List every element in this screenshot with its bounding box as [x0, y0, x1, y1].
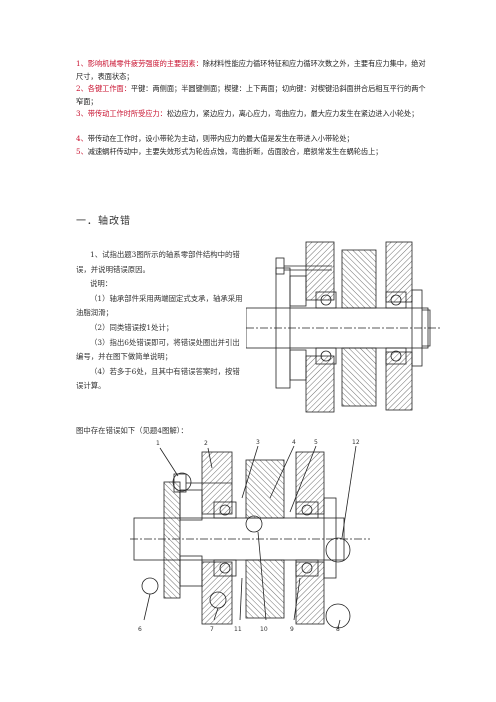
label-top-4: 4	[292, 439, 296, 446]
list-item-4: 4、带传动在工作时，设小带轮为主动，则带内应力的最大值是发生在带进入小带轮处；	[76, 133, 426, 146]
note-item: （2）同类错误按1处计；	[90, 322, 174, 332]
label-bottom-10: 10	[260, 626, 268, 633]
item-body: 减速蜗杆传动中，主要失效形式为轮齿点蚀，弯曲折断，齿面胶合，磨损常发生在蜗轮齿上…	[87, 147, 383, 156]
item-number: 3、	[76, 109, 88, 118]
label-bottom-11: 11	[234, 626, 242, 633]
item-number: 1、	[76, 59, 88, 68]
label-top-5: 5	[314, 439, 318, 446]
item-number: 2、	[76, 84, 88, 93]
question-block: 1、试指出题3图所示的轴系零部件结构中的错误，并说明错误原因。 说明： （1）轴…	[76, 248, 244, 394]
label-top-3: 3	[256, 439, 260, 446]
question-intro: 1、试指出题3图所示的轴系零部件结构中的错误，并说明错误原因。	[76, 250, 240, 274]
item-body: 松边应力，紧边应力，离心应力，弯曲应力，最大应力发生在紧边进入小轮处；	[166, 109, 419, 118]
label-top-2: 2	[204, 440, 208, 447]
item-body: 平键：两侧面；半圆键侧面；楔键：上下两面；切向键：对楔键沿斜面拼合后相互平行的两…	[76, 84, 426, 106]
item-number: 4、	[76, 134, 88, 143]
item-heading: 影响机械零件疲劳强度的主要因素：	[87, 59, 203, 68]
item-heading: 带传动工作时所受应力：	[87, 109, 167, 118]
note-item: （1）轴承部件采用两端固定式支承，轴承采用油脂润滑；	[76, 293, 243, 318]
label-bottom-6: 6	[138, 626, 142, 633]
shaft-figure-answer: 1 2 3 4 5 12 6 7 11 10 9 8	[130, 439, 370, 633]
label-bottom-7: 7	[210, 626, 214, 633]
label-top-12: 12	[352, 439, 360, 446]
list-item-2: 2、各键工作面：平键：两侧面；半圆键侧面；楔键：上下两面；切向键：对楔键沿斜面拼…	[76, 83, 426, 108]
item-number: 5、	[76, 147, 88, 156]
label-bottom-8: 8	[336, 626, 340, 633]
list-item-1: 1、影响机械零件疲劳强度的主要因素：除材料性能应力循环特征和应力循环次数之外，主…	[76, 58, 426, 83]
item-body: 带传动在工作时，设小带轮为主动，则带内应力的最大值是发生在带进入小带轮处；	[87, 134, 354, 143]
list-item-5: 5、减速蜗杆传动中，主要失效形式为轮齿点蚀，弯曲折断，齿面胶合，磨损常发生在蜗轮…	[76, 146, 426, 159]
label-bottom-9: 9	[290, 626, 294, 633]
list-item-3: 3、带传动工作时所受应力：松边应力，紧边应力，离心应力，弯曲应力，最大应力发生在…	[76, 108, 426, 121]
note-item: （4）若多于6处，且其中有错误答案时，按错误计算。	[76, 366, 240, 391]
figure-caption: 图中存在错误如下（见题4图解）：	[76, 426, 188, 435]
notes-label: 说明：	[90, 279, 113, 289]
label-top-1: 1	[156, 440, 160, 447]
item-body: 除材料性能应力循环特征和应力循环次数之外，主要有应力集中，绝对尺寸，表面状态；	[76, 59, 426, 81]
section-title: 一．轴改错	[76, 216, 131, 227]
shaft-figure-top	[246, 241, 442, 413]
note-item: （3）指出6处错误即可，将错误处圈出并引出编号，并在图下做简单说明；	[76, 337, 240, 362]
item-heading: 各键工作面：	[87, 84, 131, 93]
